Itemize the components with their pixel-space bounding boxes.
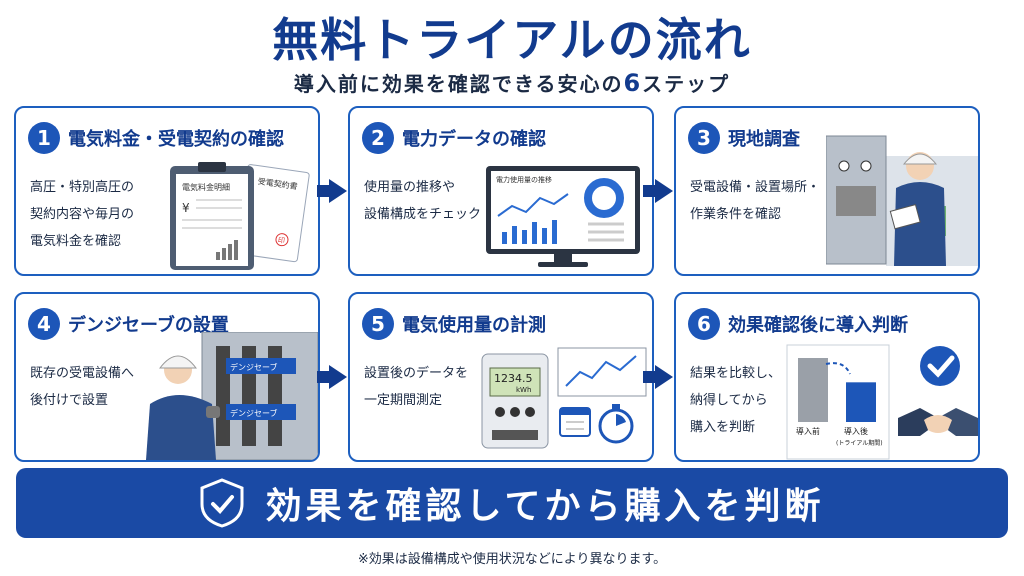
- step-card-6: 6 効果確認後に導入判断 結果を比較し、 納得してから 購入を判断 導入前 導入…: [674, 292, 980, 462]
- subtitle-prefix: 導入前に効果を確認できる安心の: [293, 72, 624, 96]
- yen-symbol: ¥: [182, 201, 190, 215]
- worker-icon: [826, 135, 978, 266]
- comparison-chart: 導入前 導入後 (トライアル期間): [786, 344, 890, 460]
- bar-label-before: 導入前: [796, 426, 820, 436]
- step-number-2: 2: [362, 122, 394, 154]
- meter-icon: 1234.5 kWh: [481, 347, 647, 449]
- step-title-4: デンジセーブの設置: [68, 315, 229, 336]
- bar-after: [846, 382, 876, 422]
- device-label-1: デンジセーブ: [230, 362, 278, 372]
- decision-icons: [898, 346, 978, 436]
- step-title-3: 現地調査: [728, 129, 800, 150]
- flow-arrow-2-3: [643, 179, 673, 203]
- clipboard-icon: 受電契約書 印 電気料金明細 ¥: [170, 162, 310, 270]
- subtitle-number: 6: [623, 69, 643, 97]
- screen-title: 電力使用量の推移: [496, 175, 552, 184]
- flow-arrow-4-5: [317, 365, 347, 389]
- page-title: 無料トライアルの流れ: [272, 13, 752, 67]
- bar-label-after: 導入後: [844, 426, 868, 436]
- step-number-1: 1: [28, 122, 60, 154]
- step-card-2: 2 電力データの確認 使用量の推移や 設備構成をチェック 電力使用量の推移: [348, 106, 654, 276]
- shield-icon: [200, 478, 244, 528]
- step-title-1: 電気料金・受電契約の確認: [68, 129, 284, 150]
- step-head-5: 5 電気使用量の計測: [362, 308, 546, 340]
- contract-stamp: 印: [277, 236, 285, 245]
- page-subtitle: 導入前に効果を確認できる安心の6ステップ: [0, 68, 1024, 97]
- calendar-icon: [559, 407, 591, 437]
- stopwatch-icon: [598, 404, 634, 444]
- step-head-3: 3 現地調査: [688, 122, 800, 154]
- meter-unit: kWh: [516, 386, 531, 394]
- step-head-6: 6 効果確認後に導入判断: [688, 308, 908, 340]
- step-card-1: 1 電気料金・受電契約の確認 高圧・特別高圧の 契約内容や毎月の 電気料金を確認…: [14, 106, 320, 276]
- subtitle-suffix: ステップ: [642, 72, 731, 96]
- step-head-2: 2 電力データの確認: [362, 122, 546, 154]
- step-card-4: 4 デンジセーブの設置 既存の受電設備へ 後付けで設置 デンジセーブ デンジセー…: [14, 292, 320, 462]
- step-desc-6: 結果を比較し、 納得してから 購入を判断: [690, 366, 782, 435]
- banner-text: 効果を確認してから購入を判断: [265, 486, 825, 527]
- step-number-4: 4: [28, 308, 60, 340]
- step-desc-2: 使用量の推移や 設備構成をチェック: [364, 180, 482, 222]
- step-number-5: 5: [362, 308, 394, 340]
- meter-value: 1234.5: [494, 372, 533, 385]
- bill-doc-label: 電気料金明細: [182, 182, 230, 192]
- device-label-2: デンジセーブ: [230, 408, 278, 418]
- conclusion-banner: 効果を確認してから購入を判断: [16, 468, 1008, 538]
- step-card-3: 3 現地調査 受電設備・設置場所・ 作業条件を確認: [674, 106, 980, 276]
- flow-arrow-1-2: [317, 179, 347, 203]
- step-head-4: 4 デンジセーブの設置: [28, 308, 229, 340]
- step-head-1: 1 電気料金・受電契約の確認: [28, 122, 284, 154]
- step-title-2: 電力データの確認: [402, 129, 546, 150]
- step-desc-1: 高圧・特別高圧の 契約内容や毎月の 電気料金を確認: [30, 180, 135, 249]
- step-desc-4: 既存の受電設備へ 後付けで設置: [30, 366, 135, 408]
- switchboard-icon: デンジセーブ デンジセーブ: [146, 332, 318, 460]
- step-number-3: 3: [688, 122, 720, 154]
- step-desc-5: 設置後のデータを 一定期間測定: [364, 366, 469, 408]
- flow-arrow-5-6: [643, 365, 673, 389]
- bar-before: [798, 358, 828, 422]
- monitor-icon: 電力使用量の推移: [486, 166, 640, 267]
- handshake-icon: [898, 408, 978, 436]
- bar-label-after-note: (トライアル期間): [836, 439, 883, 447]
- step-desc-3: 受電設備・設置場所・ 作業条件を確認: [690, 180, 821, 222]
- step-card-5: 5 電気使用量の計測 設置後のデータを 一定期間測定 1234.5 kWh: [348, 292, 654, 462]
- step-title-6: 効果確認後に導入判断: [728, 315, 908, 336]
- checkmark-icon: [920, 346, 960, 386]
- step-number-6: 6: [688, 308, 720, 340]
- step-title-5: 電気使用量の計測: [402, 315, 546, 336]
- footnote: ※効果は設備構成や使用状況などにより異なります。: [357, 552, 667, 567]
